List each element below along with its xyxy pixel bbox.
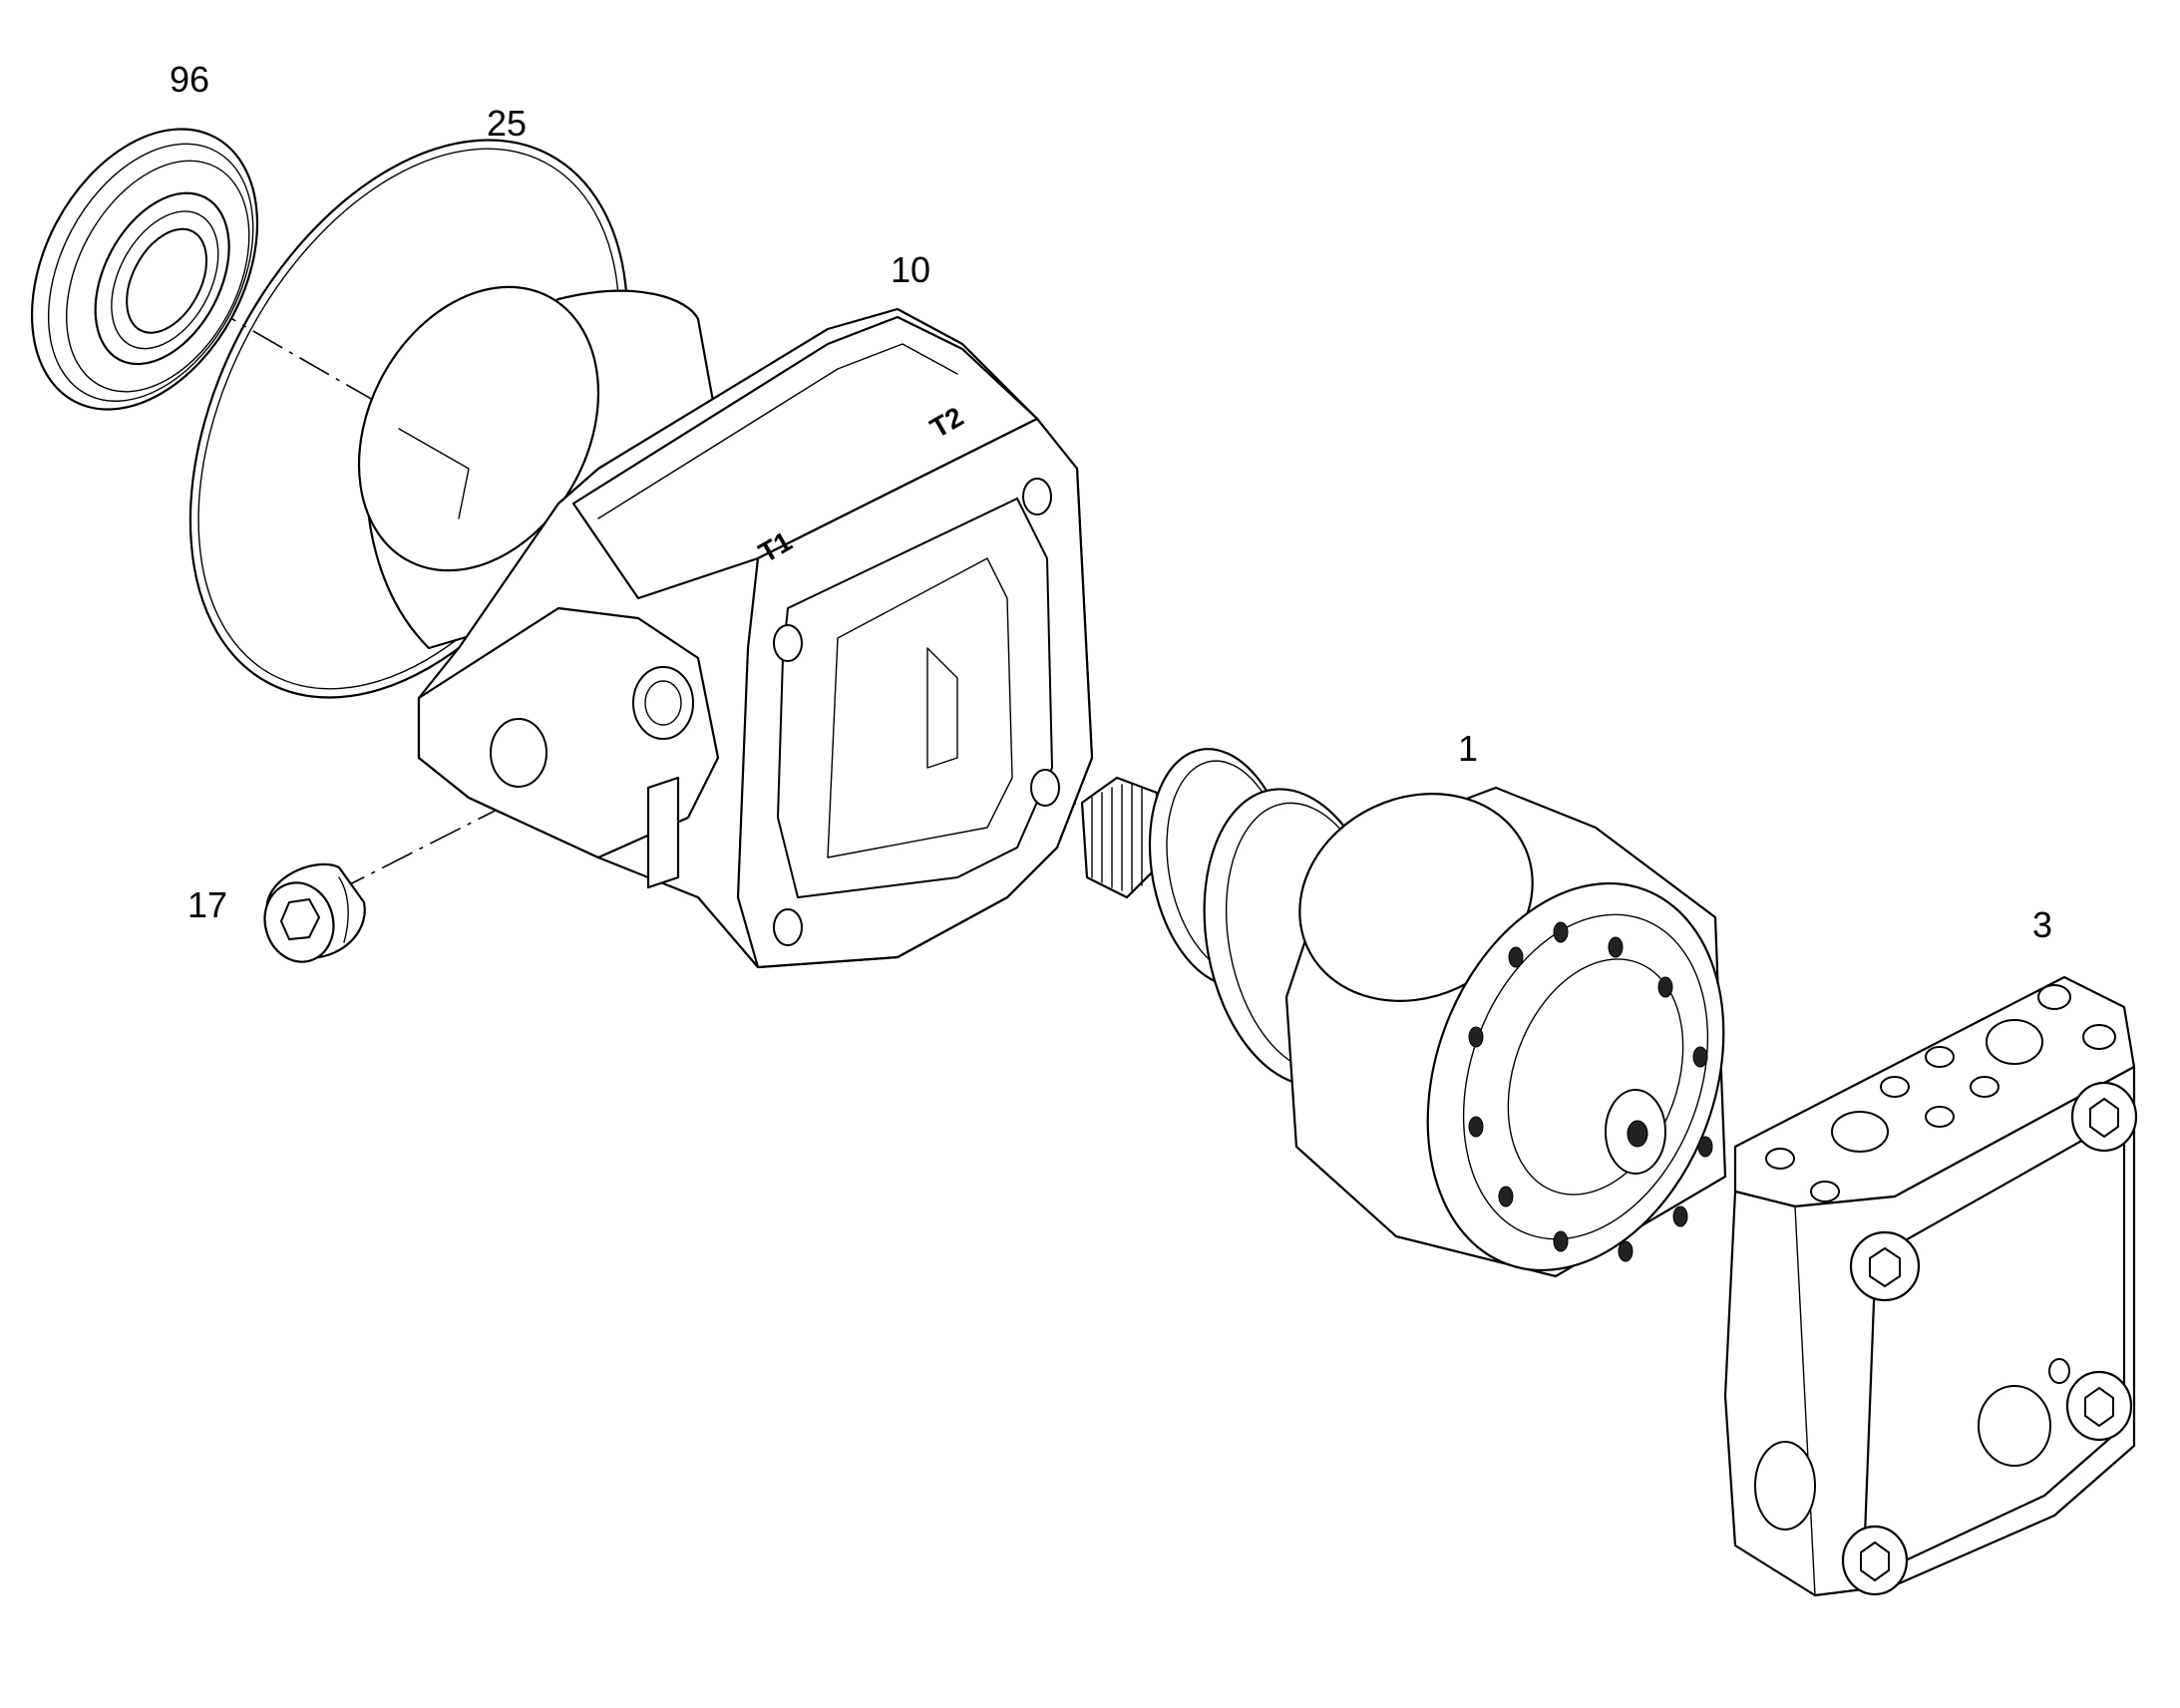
callout-25: 25	[487, 103, 527, 144]
callout-1: 1	[1458, 728, 1478, 769]
callout-96: 96	[170, 59, 209, 100]
rotating-group-part	[1080, 748, 1727, 1278]
callout-3: 3	[2032, 904, 2052, 945]
callout-10: 10	[891, 249, 930, 290]
callout-labels: 96 25 10 1 17 3	[170, 59, 2052, 945]
housing-part	[357, 285, 1094, 969]
port-plate-part	[1723, 975, 2138, 1597]
plug-part	[263, 862, 366, 963]
shaft-seal-part	[30, 128, 259, 411]
callout-17: 17	[187, 884, 227, 925]
